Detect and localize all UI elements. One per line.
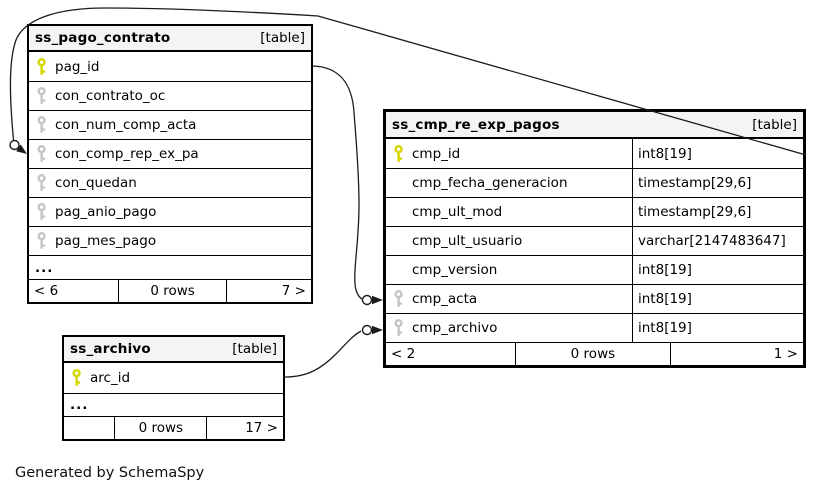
icon-spacer <box>392 203 405 221</box>
footer-degree-right: 1 > <box>669 343 803 365</box>
cardinality-circle <box>361 294 373 306</box>
footer-row-count: 0 rows <box>114 417 206 439</box>
table-footer: < 6 0 rows 7 > <box>29 279 311 302</box>
more-columns-row: ... <box>64 393 283 416</box>
table-type-tag: [table] <box>232 341 277 357</box>
column-row-pag_mes_pago: pag_mes_pago <box>29 226 311 255</box>
foreign-key-icon <box>35 174 48 192</box>
more-columns-row: ... <box>29 255 311 279</box>
column-row-con_contrato_oc: con_contrato_oc <box>29 81 311 110</box>
table-title[interactable]: ss_pago_contrato <box>35 30 171 46</box>
column-type: int8[19] <box>632 285 803 313</box>
primary-key-icon <box>70 369 83 387</box>
cardinality-circle <box>9 139 20 151</box>
column-row-cmp_acta: cmp_acta int8[19] <box>386 284 803 313</box>
primary-key-icon <box>392 144 405 163</box>
footer-degree-left <box>64 417 114 439</box>
column-name: cmp_id <box>412 145 461 162</box>
column-row-cmp_id: cmp_id int8[19] <box>386 139 803 168</box>
column-row-con_num_comp_acta: con_num_comp_acta <box>29 110 311 139</box>
footer-row-count: 0 rows <box>117 280 227 302</box>
column-row-cmp_archivo: cmp_archivo int8[19] <box>386 313 803 342</box>
edge-pag_id-to-cmp_acta <box>312 65 383 306</box>
foreign-key-icon <box>35 232 48 250</box>
footer-degree-left: < 6 <box>34 283 59 299</box>
column-type: timestamp[29,6] <box>632 169 803 197</box>
table-type-tag: [table] <box>260 30 305 46</box>
column-type: int8[19] <box>632 139 803 168</box>
column-list: arc_id... <box>64 363 283 416</box>
column-name: pag_id <box>55 58 100 75</box>
column-name: cmp_version <box>412 262 498 278</box>
foreign-key-icon <box>35 203 48 221</box>
table-ss_cmp_re_exp_pagos[interactable]: ss_cmp_re_exp_pagos [table] cmp_id int8[1… <box>383 109 806 368</box>
arrowhead-icon <box>372 325 383 335</box>
footer-degree-right: 7 > <box>226 280 311 302</box>
column-name: cmp_ult_usuario <box>412 233 523 249</box>
column-row-con_quedan: con_quedan <box>29 168 311 197</box>
ellipsis-label: ... <box>35 259 54 276</box>
arrowhead-icon <box>16 144 27 154</box>
column-type: int8[19] <box>632 256 803 284</box>
column-type: int8[19] <box>632 314 803 342</box>
column-row-cmp_fecha_generacion: cmp_fecha_generacion timestamp[29,6] <box>386 168 803 197</box>
table-header: ss_archivo [table] <box>64 337 283 363</box>
column-name: cmp_ult_mod <box>412 204 503 220</box>
column-name: arc_id <box>90 370 131 386</box>
column-name: con_contrato_oc <box>55 88 166 104</box>
icon-spacer <box>392 261 405 279</box>
foreign-key-icon <box>35 87 48 105</box>
foreign-key-icon <box>392 319 405 337</box>
column-row-arc_id: arc_id <box>64 363 283 393</box>
table-header: ss_cmp_re_exp_pagos [table] <box>386 112 803 139</box>
table-footer: 0 rows 17 > <box>64 416 283 439</box>
icon-spacer <box>392 174 405 192</box>
edge-arc_id-to-cmp_archivo <box>284 324 383 378</box>
column-row-pag_id: pag_id <box>29 52 311 81</box>
arrowhead-icon <box>372 295 383 305</box>
column-name: cmp_fecha_generacion <box>412 175 568 191</box>
table-ss_pago_contrato[interactable]: ss_pago_contrato [table] pag_id con_contr… <box>27 24 313 304</box>
column-name: con_quedan <box>55 175 137 191</box>
primary-key-icon <box>35 57 48 76</box>
generator-caption: Generated by SchemaSpy <box>15 465 205 481</box>
footer-degree-left: < 2 <box>391 346 416 362</box>
foreign-key-icon <box>35 116 48 134</box>
table-title[interactable]: ss_archivo <box>70 341 151 357</box>
column-row-cmp_ult_usuario: cmp_ult_usuario varchar[2147483647] <box>386 226 803 255</box>
column-name: pag_mes_pago <box>55 233 157 249</box>
table-footer: < 2 0 rows 1 > <box>386 342 803 365</box>
column-row-pag_anio_pago: pag_anio_pago <box>29 197 311 226</box>
table-type-tag: [table] <box>752 116 797 133</box>
icon-spacer <box>392 232 405 250</box>
table-ss_archivo[interactable]: ss_archivo [table] arc_id... 0 rows 17 > <box>62 335 285 441</box>
foreign-key-icon <box>35 145 48 163</box>
column-name: cmp_acta <box>412 291 478 307</box>
column-name: con_comp_rep_ex_pa <box>55 146 199 162</box>
column-name: con_num_comp_acta <box>55 117 197 133</box>
table-title[interactable]: ss_cmp_re_exp_pagos <box>392 116 560 133</box>
footer-row-count: 0 rows <box>515 343 669 365</box>
footer-degree-right: 17 > <box>206 417 283 439</box>
column-name: cmp_archivo <box>412 320 498 336</box>
ellipsis-label: ... <box>70 397 89 413</box>
foreign-key-icon <box>392 290 405 308</box>
cardinality-circle <box>361 324 373 336</box>
column-row-cmp_ult_mod: cmp_ult_mod timestamp[29,6] <box>386 197 803 226</box>
column-name: pag_anio_pago <box>55 204 157 220</box>
table-header: ss_pago_contrato [table] <box>29 26 311 52</box>
column-row-cmp_version: cmp_version int8[19] <box>386 255 803 284</box>
column-type: timestamp[29,6] <box>632 198 803 226</box>
column-row-con_comp_rep_ex_pa: con_comp_rep_ex_pa <box>29 139 311 168</box>
column-type: varchar[2147483647] <box>632 227 803 255</box>
